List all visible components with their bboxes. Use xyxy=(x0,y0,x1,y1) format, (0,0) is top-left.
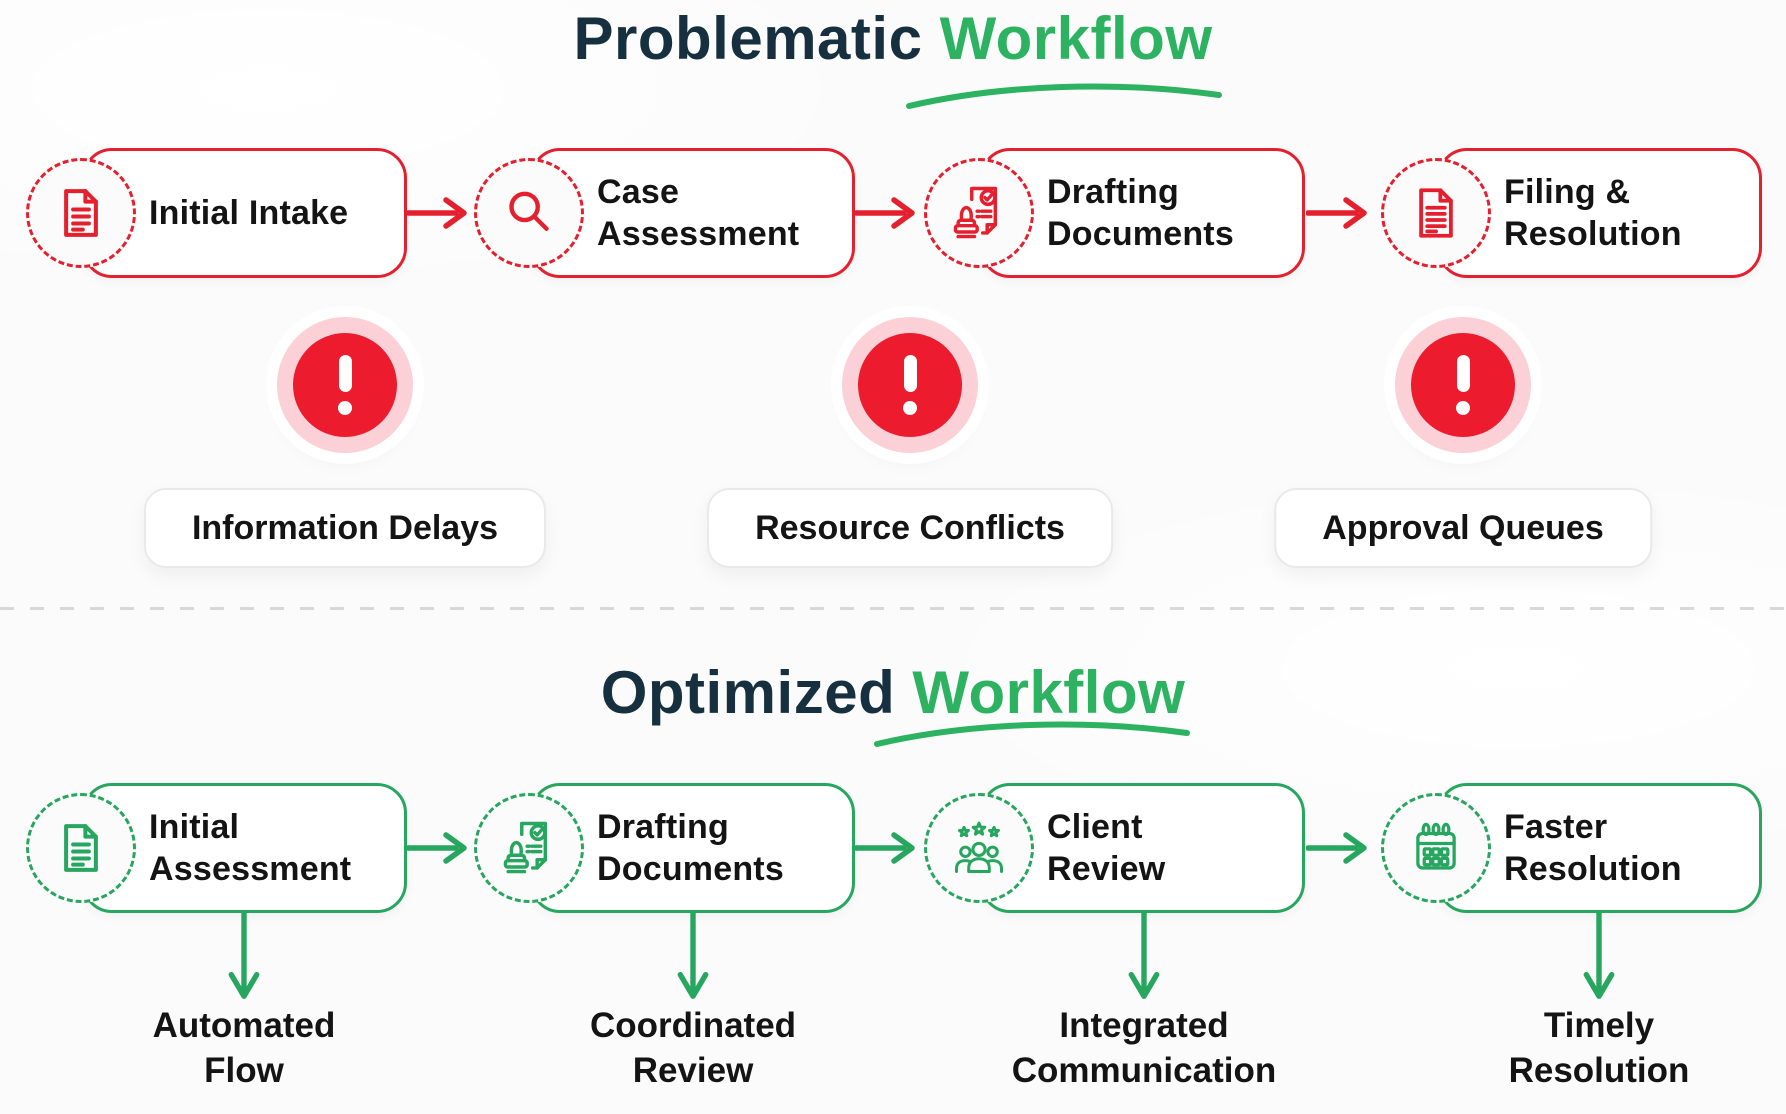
flow-arrow-icon xyxy=(854,832,915,864)
alert-icon xyxy=(293,333,397,437)
section-divider xyxy=(0,607,1786,610)
benefit-label: Timely Resolution xyxy=(1508,1006,1690,1090)
node-case-assessment: Case Assessment xyxy=(474,148,855,278)
calendar-icon xyxy=(1416,822,1456,870)
node-label: Initial Intake xyxy=(149,193,349,232)
stamp-icon xyxy=(503,821,548,874)
node-label: Filing & Resolution xyxy=(1504,172,1682,253)
underline-swoosh-icon xyxy=(874,721,1190,747)
down-arrow-icon xyxy=(1583,910,1615,999)
node-icon-circle xyxy=(26,793,136,903)
underline-swoosh-icon xyxy=(906,83,1222,109)
node-label: Drafting Documents xyxy=(597,807,784,888)
down-arrow-icon xyxy=(677,910,709,999)
flow-arrow-icon xyxy=(1306,197,1367,229)
node-client-review: Client Review xyxy=(924,783,1305,913)
node-drafting-documents: Drafting Documents xyxy=(924,148,1305,278)
optimized-title: Optimized Workflow xyxy=(0,658,1786,728)
node-icon-circle xyxy=(924,793,1034,903)
node-label: Drafting Documents xyxy=(1047,172,1234,253)
flow-arrow-icon xyxy=(406,832,467,864)
node-icon-circle xyxy=(474,793,584,903)
optimized-title-primary: Optimized xyxy=(600,659,896,726)
file-text-icon xyxy=(1419,188,1453,238)
node-initial-assessment: Initial Assessment xyxy=(26,783,407,913)
node-icon-circle xyxy=(474,158,584,268)
problematic-title-primary: Problematic xyxy=(573,5,923,72)
node-filing-resolution: Filing & Resolution xyxy=(1381,148,1762,278)
problematic-title-accent: Workflow xyxy=(939,5,1213,72)
node-icon-circle xyxy=(1381,158,1491,268)
benefit-label: Integrated Communication xyxy=(1011,1006,1277,1090)
node-initial-intake: Initial Intake xyxy=(26,148,407,278)
issue-pill: Resource Conflicts xyxy=(707,488,1113,568)
benefit-label: Coordinated Review xyxy=(589,1006,797,1090)
node-icon-circle xyxy=(1381,793,1491,903)
node-label: Faster Resolution xyxy=(1504,807,1682,888)
benefit-label: Automated Flow xyxy=(152,1006,336,1090)
flow-arrow-icon xyxy=(1306,832,1367,864)
clients-icon xyxy=(955,821,1003,873)
node-label: Case Assessment xyxy=(597,172,800,253)
node-label: Initial Assessment xyxy=(149,807,352,888)
optimized-title-accent: Workflow xyxy=(912,659,1186,726)
down-arrow-icon xyxy=(1128,910,1160,999)
flow-arrow-icon xyxy=(406,197,467,229)
node-faster-resolution: Faster Resolution xyxy=(1381,783,1762,913)
issue-pill: Approval Queues xyxy=(1274,488,1652,568)
flow-arrow-icon xyxy=(854,197,915,229)
alert-icon xyxy=(1411,333,1515,437)
stamp-icon xyxy=(953,186,998,239)
problematic-title: Problematic Workflow xyxy=(0,4,1786,74)
node-label: Client Review xyxy=(1047,807,1166,888)
search-icon xyxy=(509,191,549,231)
node-icon-circle xyxy=(26,158,136,268)
document-icon xyxy=(64,824,98,872)
node-icon-circle xyxy=(924,158,1034,268)
node-drafting-documents-optimized: Drafting Documents xyxy=(474,783,855,913)
down-arrow-icon xyxy=(228,910,260,999)
issue-pill: Information Delays xyxy=(143,488,547,568)
alert-icon xyxy=(858,333,962,437)
document-icon xyxy=(64,189,98,237)
